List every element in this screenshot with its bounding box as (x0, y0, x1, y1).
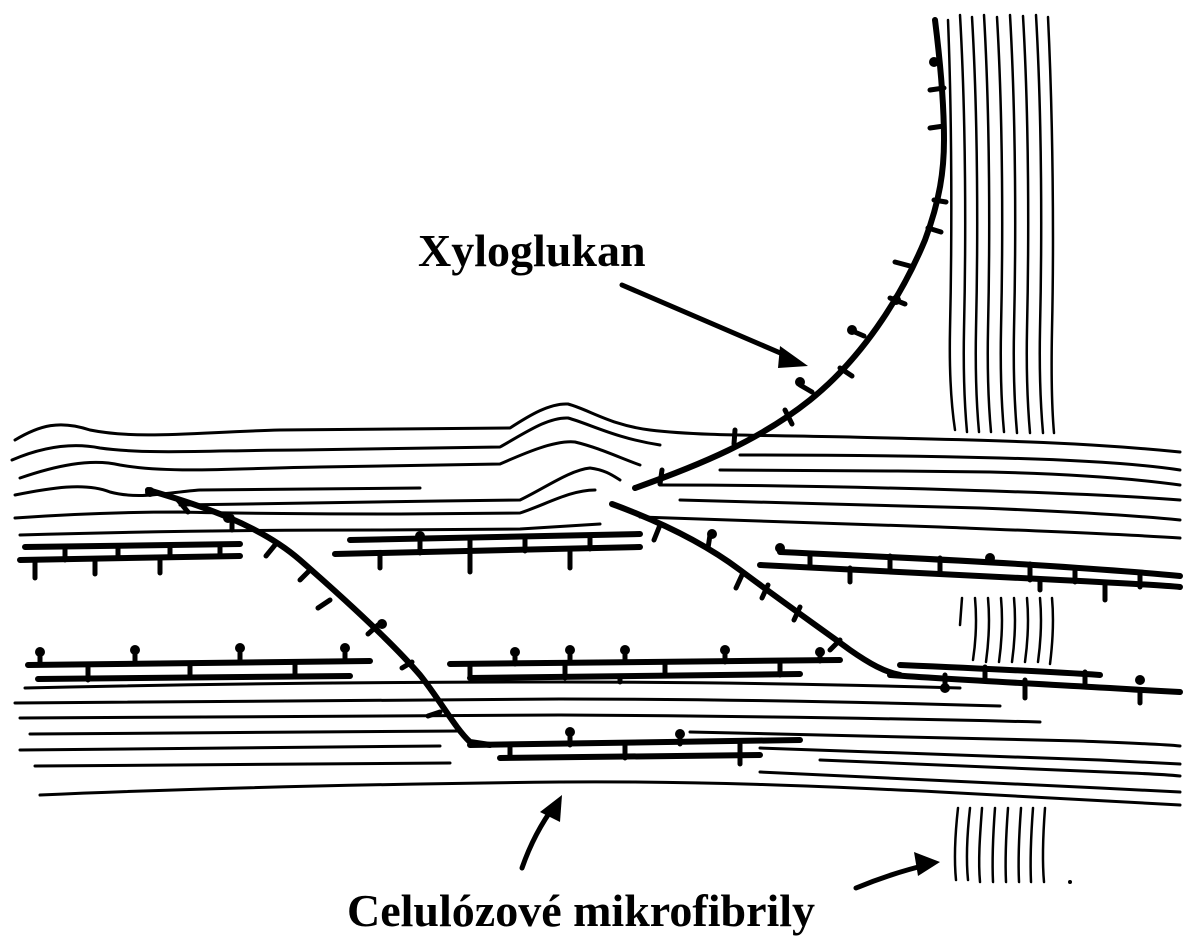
xyloglucan-strand-rising (635, 20, 946, 488)
cellulose-microfibrils-label: Celulózové mikrofibrily (347, 888, 815, 934)
xyloglucan-strand-right (612, 504, 900, 675)
xyloglucan-chain (20, 544, 240, 578)
xyloglucan-chain (28, 643, 370, 680)
xyloglucan-strand-left (145, 487, 490, 745)
arrow-microfibrils-center (522, 795, 562, 868)
xyloglucan-chain (450, 645, 840, 682)
microfibril-bundle-upper (12, 404, 1180, 538)
arrow-xyloglucan (622, 285, 808, 368)
arrow-microfibrils-right (856, 852, 940, 888)
microfibril-bundle-vertical (948, 15, 1054, 433)
microfibril-bundle-vertical-bottom (955, 808, 1072, 884)
xyloglucan-chain (335, 531, 640, 572)
xyloglucan-chain (760, 543, 1180, 600)
microfibril-bundle-vertical-middle (960, 598, 1053, 664)
xyloglucan-chains (20, 20, 1180, 764)
xyloglucan-chain (890, 665, 1180, 703)
xyloglucan-label: Xyloglukan (418, 228, 646, 274)
